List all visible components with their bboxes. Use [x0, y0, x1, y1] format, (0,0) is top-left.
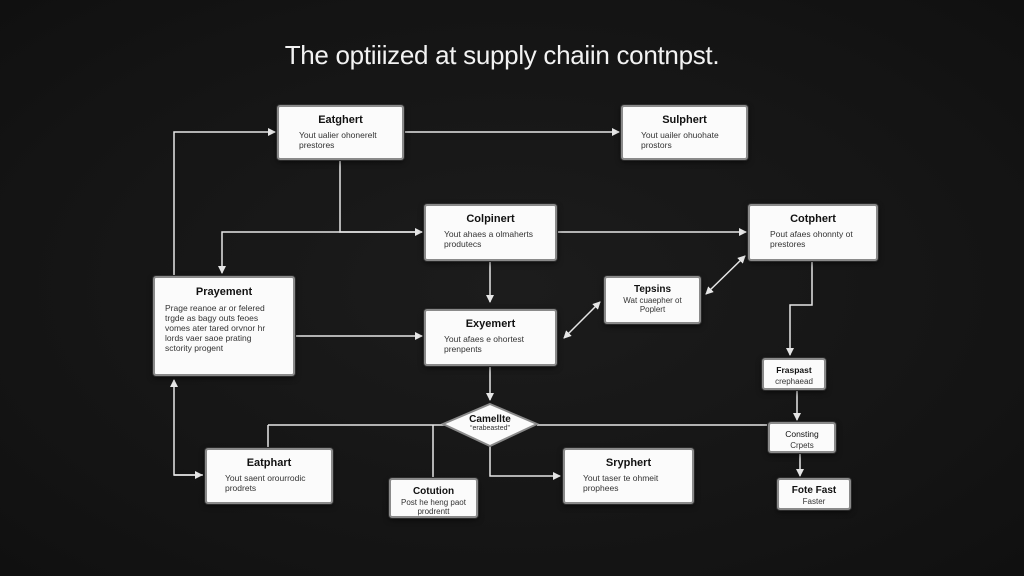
node-colpinert-body: Yout ahaes a olmaherts produtecs: [444, 229, 533, 249]
node-consting[interactable]: Consting Crpets: [768, 422, 836, 453]
node-fraspast-body: crephaead: [775, 377, 813, 386]
node-exyemert-body: Yout afaes e ohortest prenpents: [444, 334, 525, 354]
node-tepsins[interactable]: Tepsins Wat cuaepher ot Poplert: [604, 276, 701, 324]
node-prayement[interactable]: Prayement Prage reanoe ar or felered trg…: [153, 276, 295, 376]
node-sulphert-title: Sulphert: [662, 114, 707, 126]
node-fote-fast[interactable]: Fote Fast Faster: [777, 478, 851, 510]
decision-camellte[interactable]: Camellte “erabeasted”: [450, 414, 530, 433]
decision-camellte-title: Camellte: [469, 414, 511, 425]
node-sryphert-title: Sryphert: [605, 457, 652, 469]
node-fote-fast-body: Faster: [802, 497, 826, 506]
node-exyemert-title: Exyemert: [465, 318, 516, 330]
node-eatghert[interactable]: Eatghert Yout ualier ohonerelt prestores: [277, 105, 404, 160]
node-cotphert[interactable]: Cotphert Pout afaes ohonnty ot prestores: [748, 204, 878, 261]
node-consting-title: Consting: [785, 429, 819, 439]
node-colpinert-title: Colpinert: [466, 213, 515, 225]
connector-tepsins-cotphert: [705, 255, 746, 295]
connector-diamond-to-sryphert: [489, 447, 561, 480]
node-sulphert[interactable]: Sulphert Yout uailer ohuohate prostors: [621, 105, 748, 160]
connector-colpinert-to-prayement: [218, 231, 422, 274]
node-fote-fast-title: Fote Fast: [791, 485, 837, 496]
node-exyemert[interactable]: Exyemert Yout afaes e ohortest prenpents: [424, 309, 557, 366]
node-sryphert[interactable]: Sryphert Yout taser te ohmeit prophees: [563, 448, 694, 504]
node-tepsins-body: Wat cuaepher ot Poplert: [623, 296, 682, 314]
decision-camellte-body: “erabeasted”: [470, 425, 510, 432]
decision-diamond-shape: [440, 402, 540, 448]
diagram-title: The optiiized at supply chaiin contnpst.: [284, 40, 720, 70]
connector-exyemert-tepsins: [563, 301, 601, 339]
node-sryphert-body: Yout taser te ohmeit prophees: [583, 473, 659, 493]
node-eatghert-body: Yout ualier ohonerelt prestores: [299, 130, 377, 150]
node-colpinert[interactable]: Colpinert Yout ahaes a olmaherts produte…: [424, 204, 557, 261]
connector-prayement-to-eatghert: [173, 128, 276, 276]
node-fraspast[interactable]: Fraspast crephaead: [762, 358, 826, 390]
node-tepsins-title: Tepsins: [633, 284, 672, 295]
node-prayement-title: Prayement: [195, 286, 253, 298]
node-eatphart-title: Eatphart: [246, 457, 292, 469]
node-cotution-title: Cotution: [412, 486, 455, 497]
node-eatghert-title: Eatghert: [318, 114, 363, 126]
node-eatphart-body: Yout saent orourrodic prodrets: [225, 473, 306, 493]
node-prayement-body: Prage reanoe ar or felered trgde as bagy…: [165, 303, 266, 353]
node-sulphert-body: Yout uailer ohuohate prostors: [641, 130, 719, 150]
node-fraspast-title: Fraspast: [776, 365, 812, 375]
node-cotphert-title: Cotphert: [790, 213, 836, 225]
node-cotution[interactable]: Cotution Post he heng paot prodrentt: [389, 478, 478, 518]
connector-eatghert-to-colpinert: [339, 160, 423, 236]
connector-eatphart-to-prayement: [170, 379, 203, 476]
node-consting-body: Crpets: [790, 441, 814, 450]
node-cotution-body: Post he heng paot prodrentt: [401, 498, 466, 516]
node-eatphart[interactable]: Eatphart Yout saent orourrodic prodrets: [205, 448, 333, 504]
connector-cotphert-to-fraspast: [786, 260, 813, 356]
node-cotphert-body: Pout afaes ohonnty ot prestores: [770, 229, 853, 249]
